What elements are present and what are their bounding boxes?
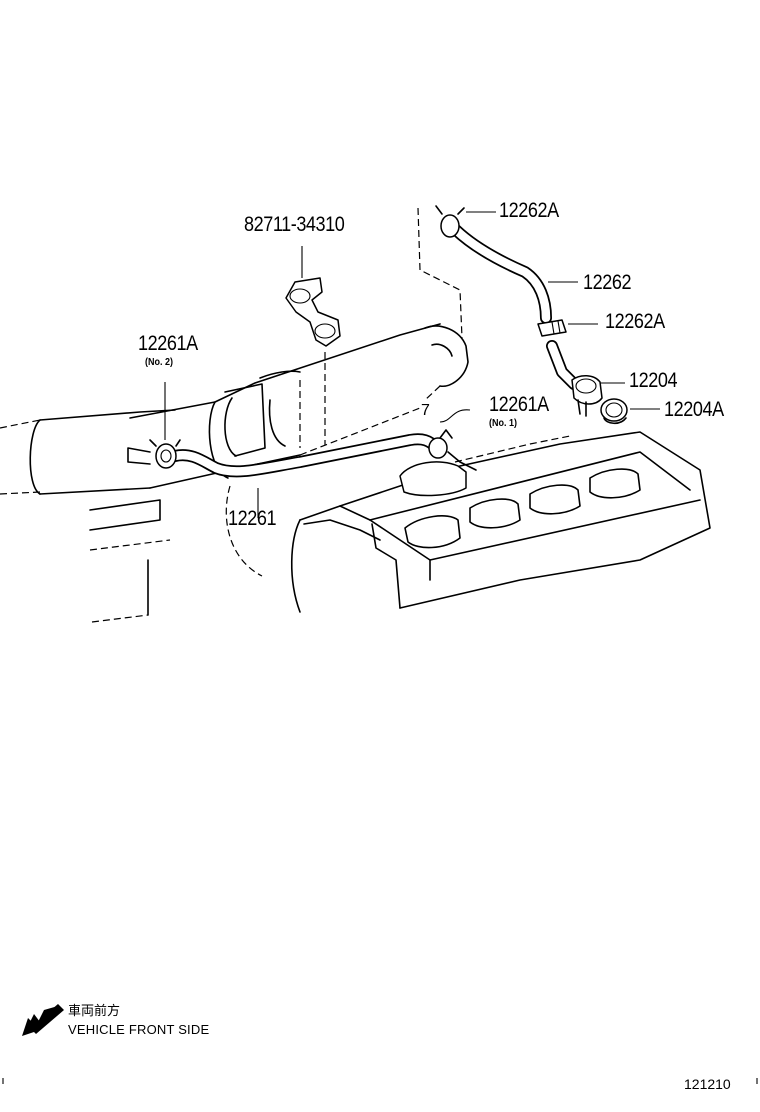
hose-12262 [450, 224, 580, 390]
leader-lines [164, 211, 660, 518]
callout-12261: 12261 [228, 507, 277, 530]
hose-12261 [169, 433, 442, 478]
clamp-12262A-mid [537, 319, 567, 337]
callout-no1: (No. 1) [489, 418, 517, 429]
clamp-12261A-no1 [428, 429, 477, 471]
legend-jp-label: 車両前方 [68, 1003, 121, 1018]
cylinder-head-cover [225, 431, 711, 613]
air-intake-duct [129, 323, 469, 489]
callout-12262A-mid: 12262A [605, 310, 665, 333]
callout-12262A-top: 12262A [499, 199, 559, 222]
callout-82711-34310: 82711-34310 [244, 213, 345, 236]
callout-12262: 12262 [583, 271, 632, 294]
callout-12261A-no1: 12261A [489, 393, 549, 416]
callout-12261A-no2: 12261A [138, 332, 198, 355]
callout-12204: 12204 [629, 369, 678, 392]
grommet-12204A [600, 398, 628, 425]
legend-en-label: VEHICLE FRONT SIDE [68, 1022, 210, 1037]
diagram-id: 121210 [684, 1076, 731, 1092]
pcv-valve-12204 [571, 375, 603, 417]
engine-block-left [0, 409, 176, 623]
bracket-82711-34310 [285, 277, 341, 347]
callout-no2: (No. 2) [145, 357, 173, 368]
callout-7: 7 [421, 402, 430, 419]
clamp-12261A-no2 [127, 439, 181, 469]
front-direction-arrow-icon [22, 1004, 64, 1036]
clamp-12262A-top [435, 205, 465, 238]
callout-12204A: 12204A [664, 398, 724, 421]
